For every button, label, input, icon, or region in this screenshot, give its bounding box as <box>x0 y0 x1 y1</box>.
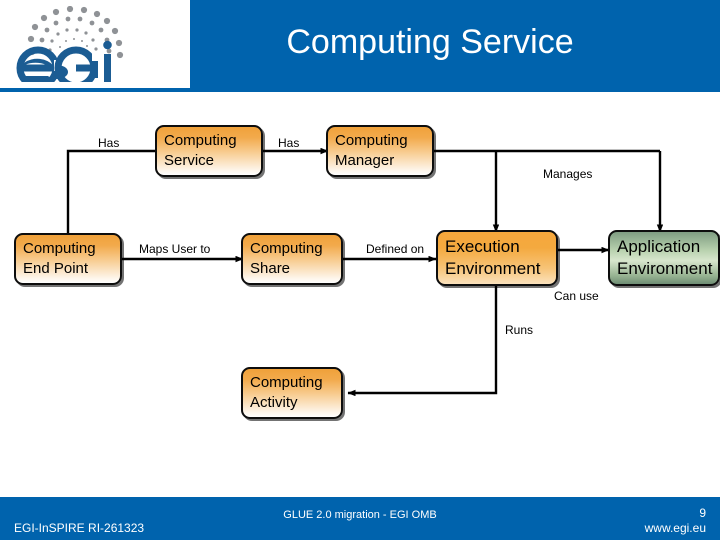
edge-label-manages: Manages <box>543 167 593 181</box>
node-label-line1: Execution <box>445 237 520 256</box>
node-label-line1: Computing <box>23 240 96 257</box>
node-label-line2: Environment <box>617 259 713 278</box>
node-label-line1: Computing <box>250 374 323 391</box>
node-computing-end-point[interactable]: Computing End Point <box>14 233 122 285</box>
node-computing-share[interactable]: Computing Share <box>241 233 343 285</box>
diagram-connectors <box>64 147 664 397</box>
edge-label-runs: Runs <box>505 323 534 337</box>
footer-top-rule <box>0 494 720 497</box>
footer-project-id: EGI-InSPIRE RI-261323 <box>14 521 145 535</box>
edge-has-endpoint <box>64 149 155 242</box>
edge-label-has-endpoint: Has <box>98 136 120 150</box>
edge-label-maps-user-to: Maps User to <box>139 242 211 256</box>
node-label-line2: End Point <box>23 260 89 277</box>
edge-label-defined-on: Defined on <box>366 242 425 256</box>
node-label-line2: Environment <box>445 259 541 278</box>
node-computing-service[interactable]: Computing Service <box>155 125 263 177</box>
footer-website-url[interactable]: www.egi.eu <box>644 521 706 535</box>
node-application-environment[interactable]: Application Environment <box>608 230 720 286</box>
node-label-line2: Service <box>164 152 215 169</box>
edge-label-has-manager: Has <box>278 136 300 150</box>
node-computing-activity[interactable]: Computing Activity <box>241 367 343 419</box>
node-label-line2: Share <box>250 260 291 277</box>
node-execution-environment[interactable]: Execution Environment <box>436 230 558 286</box>
footer-deck-title: GLUE 2.0 migration - EGI OMB <box>283 509 437 521</box>
node-label-line2: Activity <box>250 394 298 411</box>
footer-page-number: 9 <box>699 506 706 520</box>
computing-service-diagram: Computing Service Computing Manager Comp… <box>0 95 720 490</box>
egi-logo <box>14 6 134 84</box>
node-label-line1: Computing <box>335 132 408 149</box>
egi-logo-wordmark <box>14 40 134 84</box>
header-bottom-rule <box>0 88 720 92</box>
footer-band <box>0 497 720 540</box>
page-title: Computing Service <box>286 23 574 61</box>
edge-runs <box>347 286 498 397</box>
node-computing-manager[interactable]: Computing Manager <box>326 125 434 177</box>
edge-label-can-use: Can use <box>554 289 599 303</box>
node-label-line1: Computing <box>164 132 237 149</box>
node-label-line1: Application <box>617 237 701 256</box>
node-label-line2: Manager <box>335 152 395 169</box>
egi-logo-dot-arc <box>27 6 124 59</box>
node-label-line1: Computing <box>250 240 323 257</box>
